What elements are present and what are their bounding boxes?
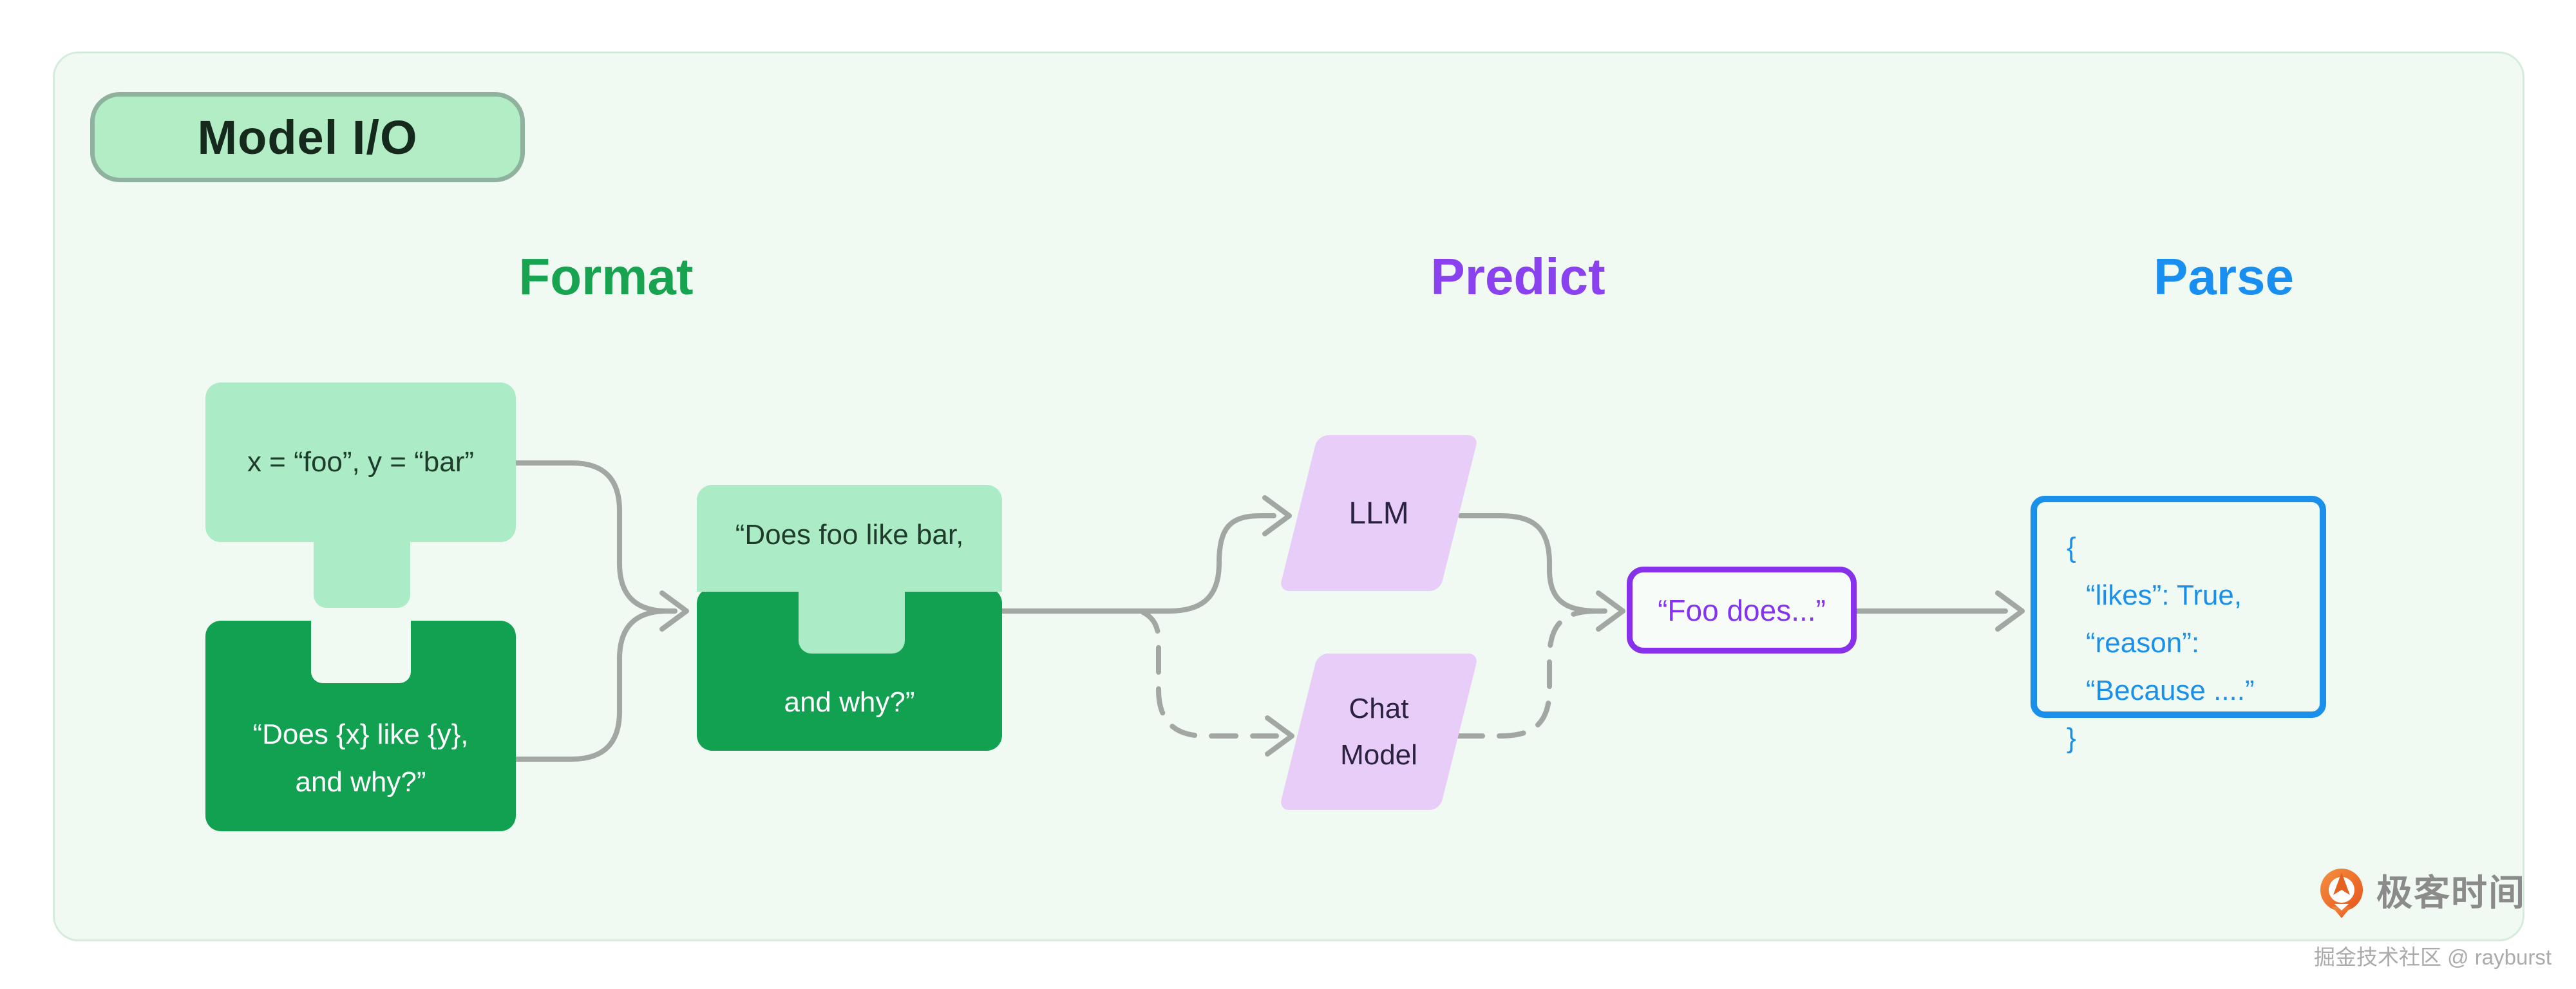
- model-io-badge-label: Model I/O: [197, 110, 418, 164]
- merged-block-tab: [799, 589, 905, 654]
- connector-chat-model-to-output: [1455, 608, 1600, 739]
- arrowhead-into-output: [1596, 590, 1625, 632]
- model-output-text: “Foo does...”: [1658, 593, 1826, 627]
- merged-block-top: [697, 485, 1002, 592]
- connector-merged-to-llm: [999, 513, 1276, 614]
- values-block-tab: [314, 541, 410, 608]
- arrowhead-into-merged: [659, 590, 689, 632]
- merged-block-line1: “Does foo like bar,: [735, 519, 964, 551]
- arrowhead-into-llm: [1262, 495, 1292, 536]
- model-output-box: “Foo does...”: [1627, 567, 1857, 654]
- attribution-watermark: 掘金技术社区 @ rayburst: [2313, 945, 2552, 969]
- values-block-text: x = “foo”, y = “bar”: [247, 446, 475, 478]
- parsed-line-likes: “likes”: True,: [2086, 579, 2242, 611]
- parsed-line-reason: “reason”: “Because ....”: [2086, 627, 2255, 706]
- template-block-notch: [311, 619, 411, 683]
- chat-model-line2: Model: [1340, 739, 1417, 771]
- values-block: x = “foo”, y = “bar”: [205, 382, 516, 542]
- column-header-predict: Predict: [1430, 248, 1605, 305]
- arrowhead-into-chat-model: [1265, 715, 1294, 757]
- merged-block-line2: and why?”: [784, 686, 915, 718]
- connector-template-to-merged: [513, 608, 670, 762]
- connector-values-to-merged: [513, 460, 677, 614]
- template-block-line1: “Does {x} like {y},: [252, 719, 469, 750]
- template-block-text: “Does {x} like {y}, and why?”: [205, 711, 516, 806]
- parsed-line-open-brace: {: [2067, 532, 2076, 563]
- model-io-badge: Model I/O: [90, 92, 525, 182]
- geektime-logo-text: 极客时间: [2376, 872, 2526, 913]
- connector-merged-to-chat-model: [1141, 610, 1279, 739]
- llm-label: LLM: [1349, 496, 1409, 531]
- connector-llm-to-output: [1458, 513, 1607, 614]
- geektime-logo-icon: [2320, 869, 2363, 918]
- parsed-line-close-brace: }: [2067, 722, 2076, 754]
- column-header-parse: Parse: [2154, 248, 2294, 305]
- parsed-output-box: { “likes”: True, “reason”: “Because ....…: [2031, 496, 2326, 754]
- arrowhead-into-parse: [1995, 590, 2025, 632]
- column-header-format: Format: [518, 248, 694, 305]
- template-block-line2: and why?”: [295, 766, 426, 798]
- chat-model-line1: Chat: [1349, 692, 1409, 724]
- chat-model-label: Chat Model: [1298, 654, 1459, 810]
- geektime-logo: 极客时间: [2317, 867, 2526, 919]
